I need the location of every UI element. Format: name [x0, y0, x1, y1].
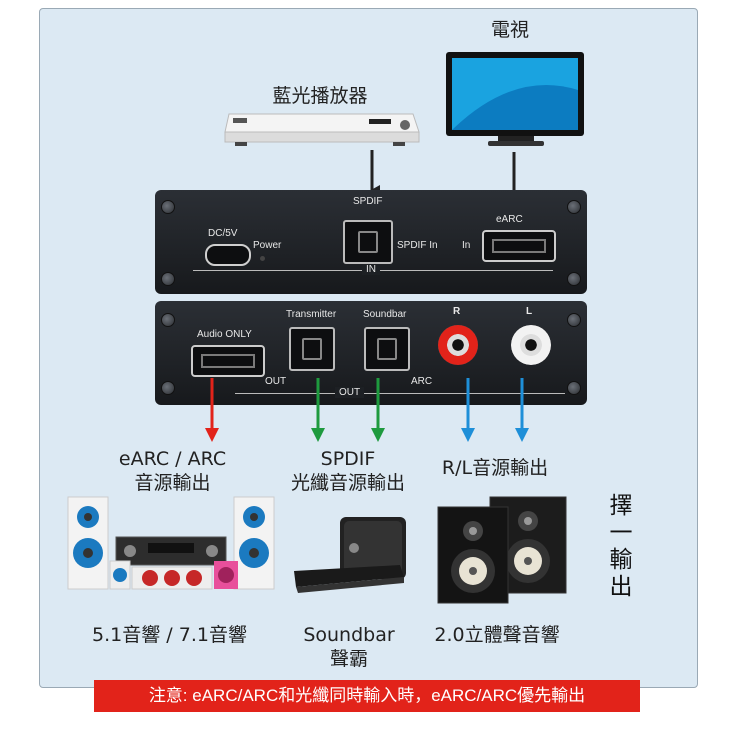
surround-sound-system-image: [67, 496, 275, 590]
bluray-player-image: [224, 113, 420, 146]
soundbar-device-label: Soundbar: [303, 624, 395, 646]
earc-output-label: eARC / ARC: [118, 448, 227, 470]
tv-label: 電視: [490, 19, 529, 41]
screw-icon: [161, 272, 175, 286]
power-label: Power: [253, 240, 282, 251]
screw-icon: [161, 381, 175, 395]
screw-icon: [161, 200, 175, 214]
out-group-line: [235, 393, 565, 394]
spdif-in-label: SPDIF In: [397, 240, 438, 251]
surround-device-label: 5.1音響 / 7.1音響: [92, 624, 247, 646]
stereo-speakers-image: [437, 496, 567, 604]
earc-output-sub: 音源輸出: [134, 472, 211, 494]
r-label: R: [453, 306, 461, 317]
soundbar-port-label: Soundbar: [363, 309, 407, 320]
screw-icon: [567, 381, 581, 395]
choose-one-output-text: 擇一輸出: [609, 493, 633, 600]
transmitter-optical-port: [289, 327, 335, 371]
priority-note: 注意: eARC/ARC和光纖同時輸入時，eARC/ARC優先輸出: [94, 680, 640, 712]
rca-left-jack: [511, 325, 551, 365]
audio-only-label: Audio ONLY: [197, 329, 252, 340]
screw-icon: [567, 313, 581, 327]
soundbar-device-sub: 聲霸: [329, 648, 368, 670]
screw-icon: [567, 200, 581, 214]
soundbar-image: [294, 517, 406, 593]
out-small-label: OUT: [265, 376, 287, 387]
input-panel: DC/5V Power SPDIF SPDIF In In eARC IN: [155, 190, 587, 294]
arc-label: ARC: [411, 376, 433, 387]
in-label: In: [462, 240, 471, 251]
rl-output-label: R/L音源輸出: [441, 457, 549, 479]
hdmi-arc-port: [191, 345, 265, 377]
bluray-label: 藍光播放器: [272, 85, 368, 107]
l-label: L: [526, 306, 533, 317]
usb-c-port: [205, 244, 251, 266]
power-led: [260, 256, 265, 261]
dc-label: DC/5V: [208, 228, 238, 239]
spdif-output-label: SPDIF: [320, 448, 376, 470]
in-group-label: IN: [362, 264, 380, 275]
screw-icon: [161, 313, 175, 327]
tv-image: [446, 52, 584, 146]
spdif-optical-port: [343, 220, 393, 264]
out-group-label: OUT: [335, 387, 365, 398]
stereo-device-label: 2.0立體聲音響: [434, 624, 560, 646]
rca-right-jack: [438, 325, 478, 365]
spdif-output-sub: 光纖音源輸出: [290, 472, 405, 494]
screw-icon: [567, 272, 581, 286]
transmitter-label: Transmitter: [286, 309, 337, 320]
output-panel: Audio ONLY OUT Transmitter Soundbar ARC …: [155, 301, 587, 405]
hdmi-earc-port: [482, 230, 556, 262]
soundbar-optical-port: [364, 327, 410, 371]
spdif-label: SPDIF: [353, 196, 383, 207]
earc-label: eARC: [496, 214, 523, 225]
